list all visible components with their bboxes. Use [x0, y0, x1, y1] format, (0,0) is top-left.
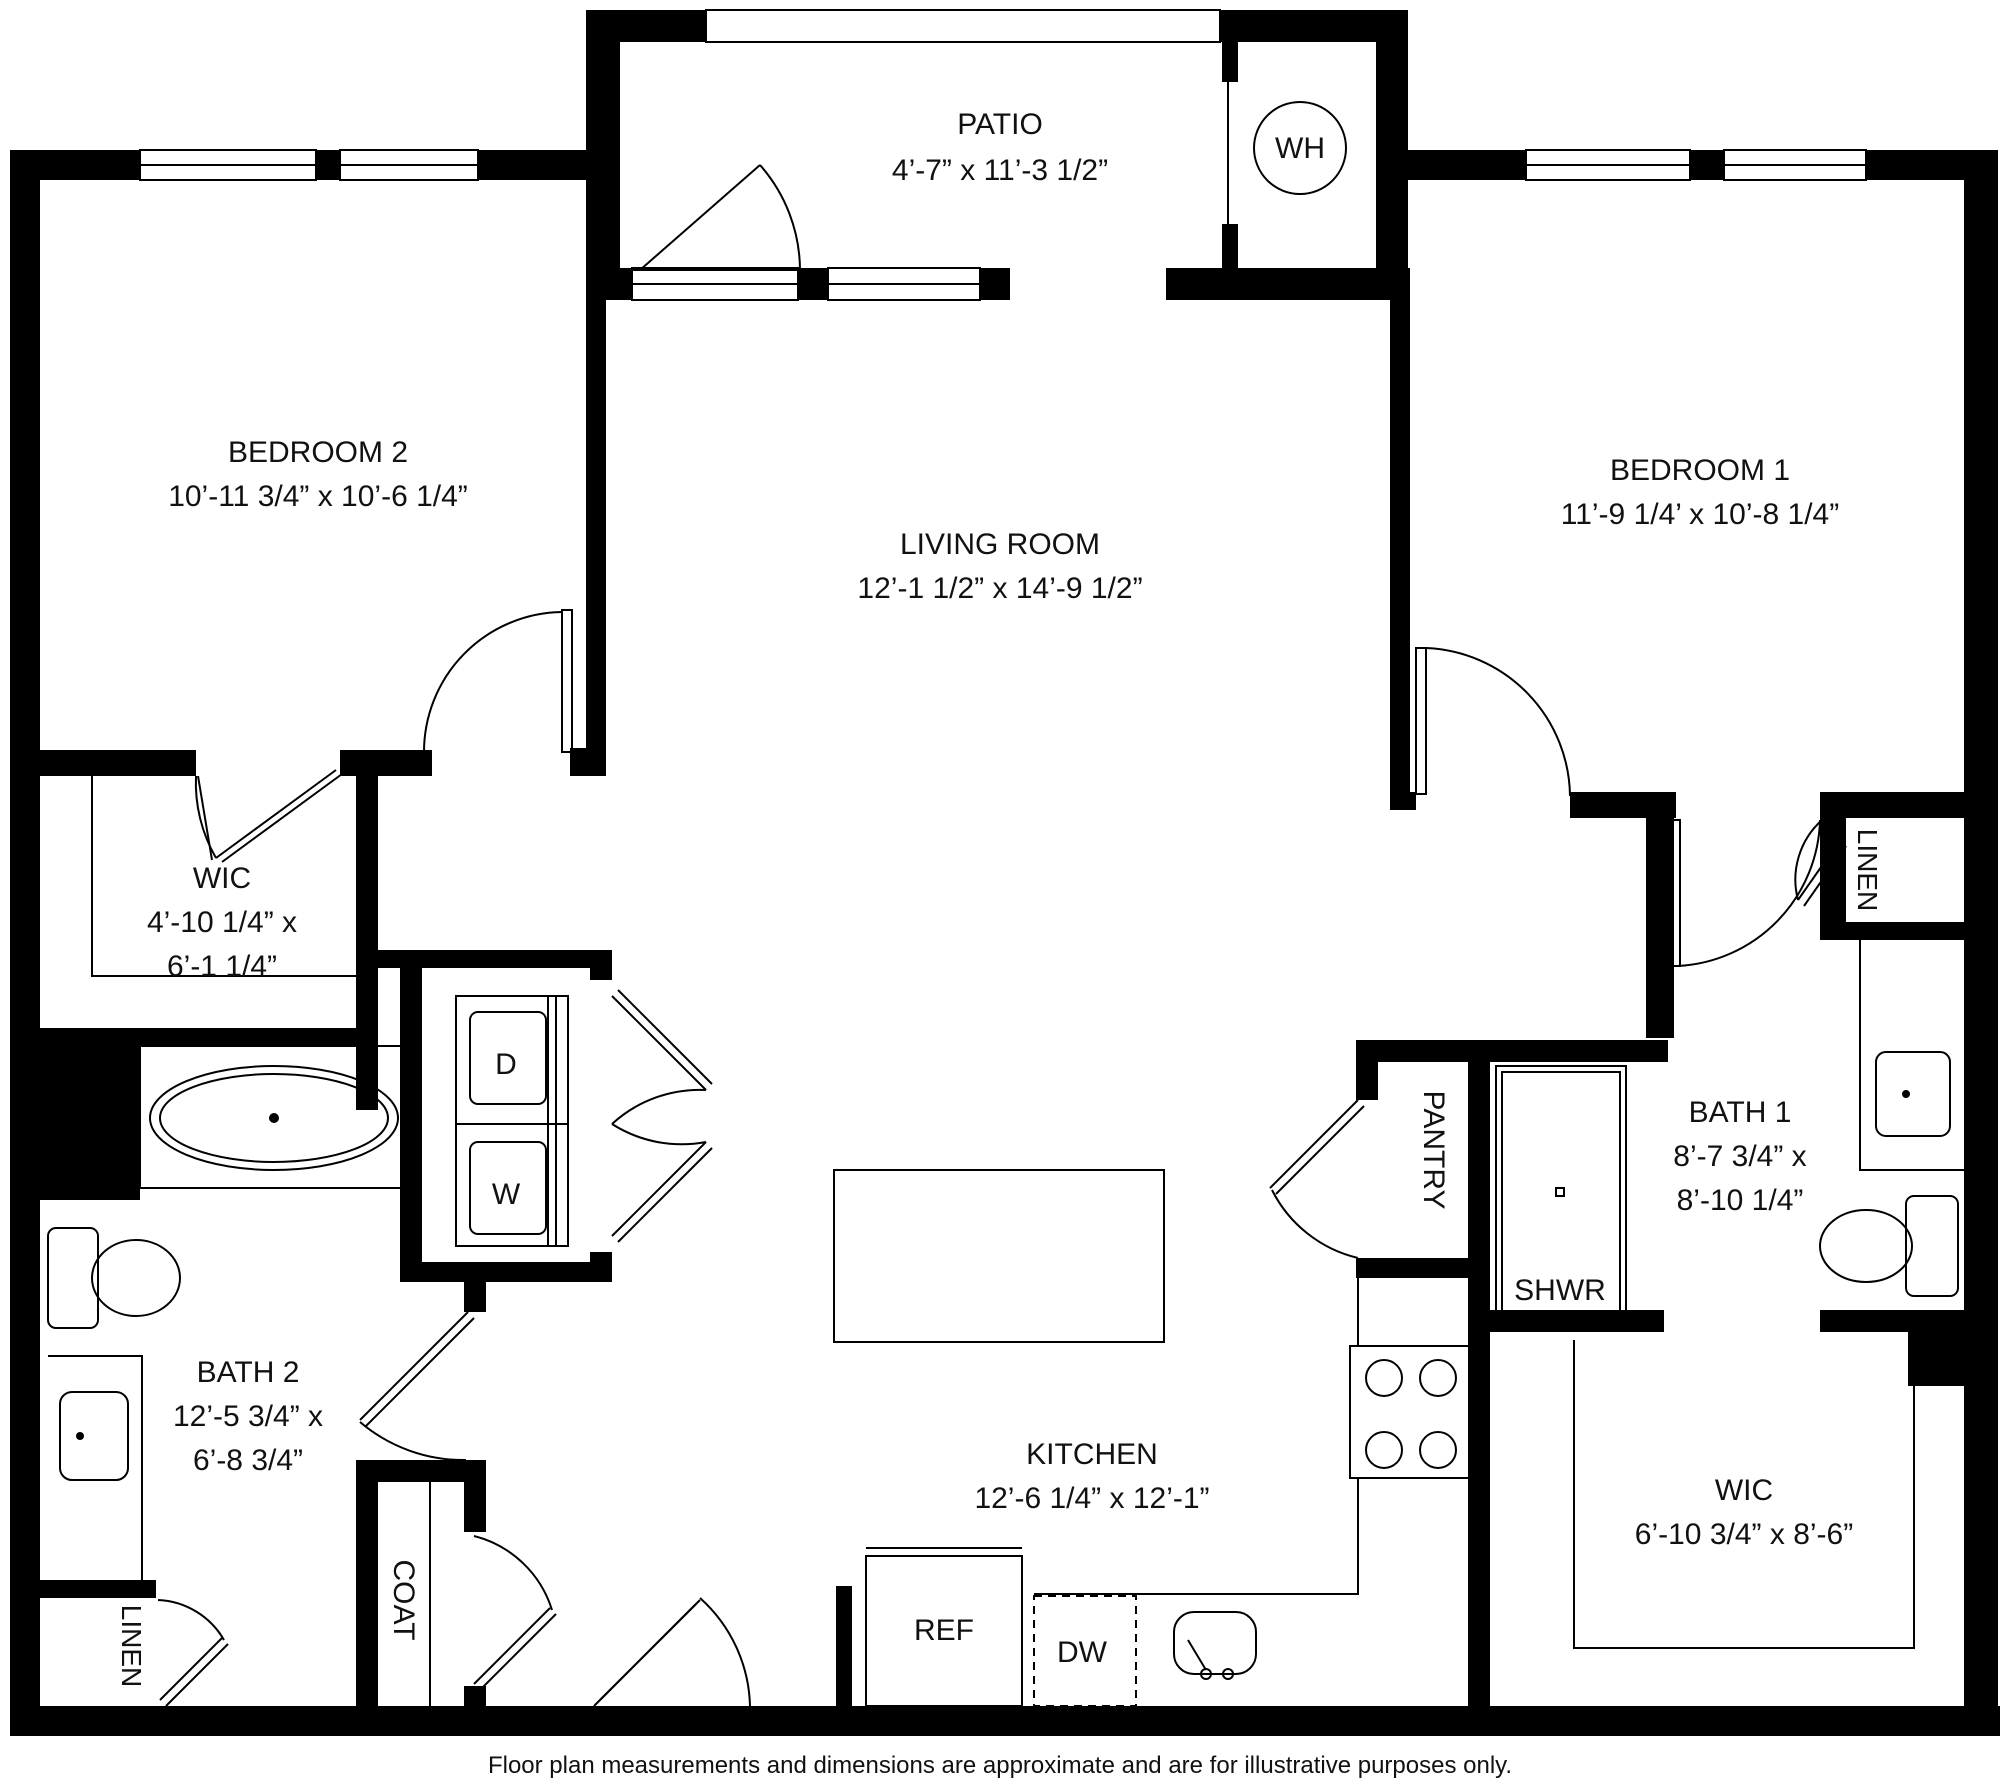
fixture-outlines — [47, 101, 1964, 1707]
bath1-dims1: 8’-7 3/4” x — [1673, 1140, 1806, 1173]
toilet-icon — [47, 1227, 99, 1329]
water-heater-icon — [1253, 101, 1347, 195]
kitchen-sink-icon — [1173, 1611, 1257, 1675]
wh-label: WH — [1275, 132, 1325, 165]
bath2-dims2: 6’-8 3/4” — [193, 1444, 303, 1477]
ref-label: REF — [914, 1614, 974, 1647]
bath1-name: BATH 1 — [1689, 1096, 1792, 1129]
wic1-name: WIC — [1715, 1474, 1773, 1507]
range-icon — [1349, 1345, 1475, 1479]
living-dims: 12’-1 1/2” x 14’-9 1/2” — [857, 572, 1142, 605]
wic1-dims: 6’-10 3/4” x 8’-6” — [1635, 1518, 1853, 1551]
sink-icon — [59, 1391, 129, 1481]
dishwasher-icon — [1033, 1595, 1137, 1707]
bedroom2-name: BEDROOM 2 — [228, 436, 408, 469]
bath1-dims2: 8’-10 1/4” — [1677, 1184, 1804, 1217]
patio-name: PATIO — [957, 108, 1043, 141]
bedroom1-dims: 11’-9 1/4’ x 10’-8 1/4” — [1561, 498, 1839, 531]
washer-icon — [469, 1141, 547, 1235]
bathtub-icon — [149, 1065, 399, 1171]
linen1-label: LINEN — [1852, 829, 1883, 911]
washer-label: W — [492, 1178, 521, 1211]
windows — [139, 9, 1867, 301]
kitchen-name: KITCHEN — [1026, 1438, 1158, 1471]
disclaimer-text: Floor plan measurements and dimensions a… — [487, 1752, 1513, 1779]
wic2-dims1: 4’-10 1/4” x — [147, 906, 297, 939]
walls — [10, 10, 2000, 1736]
bedroom1-name: BEDROOM 1 — [1610, 454, 1790, 487]
toilet-icon — [1905, 1195, 1959, 1297]
linen2-label: LINEN — [116, 1605, 147, 1687]
kitchen-dims: 12’-6 1/4” x 12’-1” — [974, 1482, 1209, 1515]
pantry-label: PANTRY — [1417, 1091, 1450, 1210]
dw-label: DW — [1057, 1636, 1108, 1669]
bath2-name: BATH 2 — [197, 1356, 300, 1389]
doors — [157, 164, 1847, 1707]
living-name: LIVING ROOM — [900, 528, 1100, 561]
shower-icon — [1495, 1065, 1627, 1319]
coat-label: COAT — [387, 1559, 420, 1640]
wic2-name: WIC — [193, 862, 251, 895]
floor-plan: PATIO 4’-7” x 11’-3 1/2” WH BEDROOM 2 10… — [10, 9, 2000, 1736]
bedroom2-dims: 10’-11 3/4” x 10’-6 1/4” — [168, 480, 468, 513]
sink-icon — [1875, 1051, 1951, 1137]
bath2-dims1: 12’-5 3/4” x — [173, 1400, 323, 1433]
wic2-dims2: 6’-1 1/4” — [167, 950, 277, 983]
dryer-label: D — [495, 1048, 517, 1081]
shower-label: SHWR — [1514, 1274, 1606, 1307]
kitchen-island — [833, 1169, 1165, 1343]
fixture-labels: D W PANTRY SHWR LINEN LINEN COAT REF DW — [116, 829, 1883, 1687]
room-labels: PATIO 4’-7” x 11’-3 1/2” WH BEDROOM 2 10… — [147, 108, 1853, 1551]
dryer-icon — [469, 1011, 547, 1105]
patio-dims: 4’-7” x 11’-3 1/2” — [892, 154, 1108, 187]
